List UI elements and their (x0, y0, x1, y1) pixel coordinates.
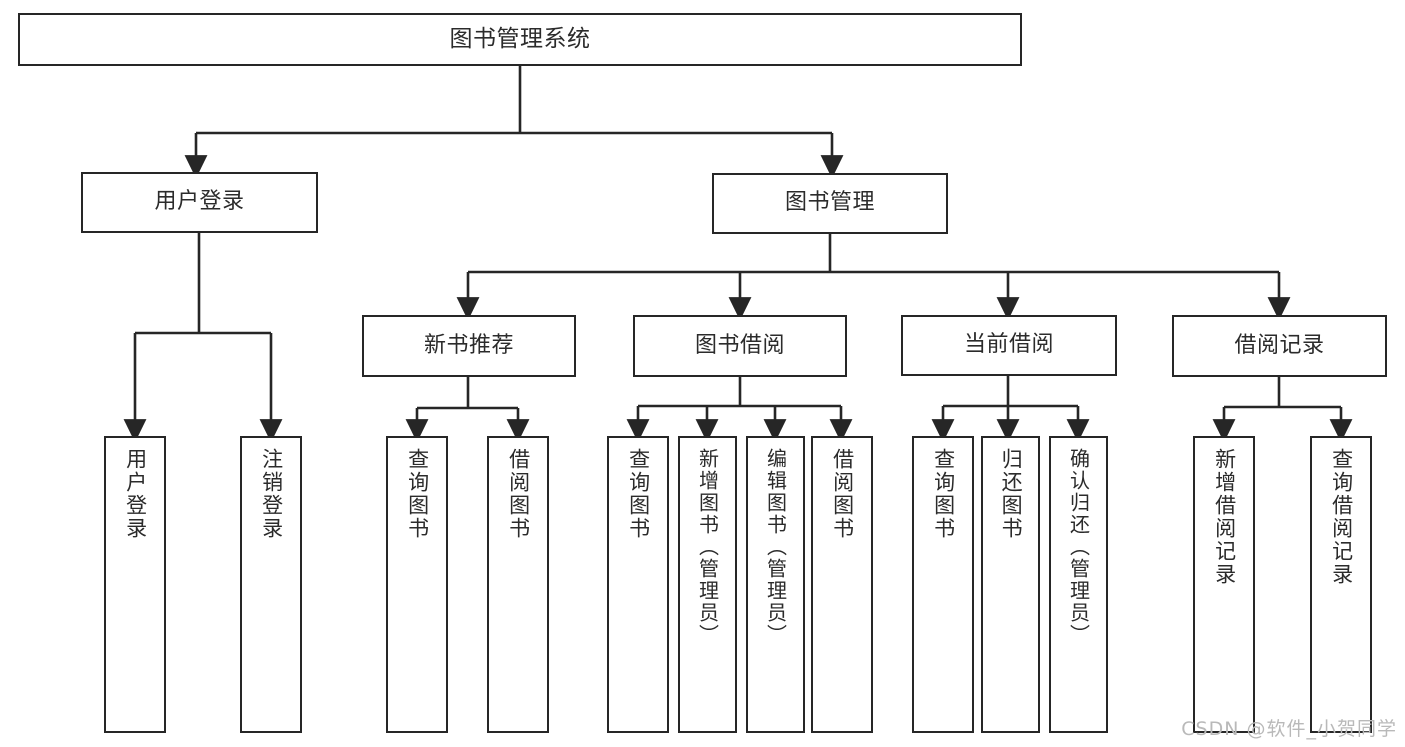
node-label: 用户登录 (154, 189, 245, 215)
leaf-borrow-book-recommend[interactable]: 借阅图书 (487, 436, 549, 733)
node-label: 查询借阅记录 (1329, 448, 1354, 586)
node-label: 编辑图书（管理员） (763, 448, 788, 646)
leaf-confirm-return-admin[interactable]: 确认归还（管理员） (1049, 436, 1108, 733)
node-label: 借阅图书 (830, 448, 855, 540)
node-book-borrow[interactable]: 图书借阅 (633, 315, 847, 377)
leaf-user-login[interactable]: 用户登录 (104, 436, 166, 733)
leaf-add-borrow-record[interactable]: 新增借阅记录 (1193, 436, 1255, 733)
node-new-book-recommend[interactable]: 新书推荐 (362, 315, 576, 377)
node-label: 图书管理系统 (449, 25, 591, 52)
leaf-query-book-recommend[interactable]: 查询图书 (386, 436, 448, 733)
node-label: 查询图书 (405, 448, 430, 540)
node-label: 图书管理 (784, 190, 875, 216)
leaf-edit-book-admin[interactable]: 编辑图书（管理员） (746, 436, 805, 733)
node-label: 归还图书 (999, 448, 1024, 540)
csdn-watermark: CSDN @软件_小贺同学 (1181, 718, 1397, 740)
node-book-management-system[interactable]: 图书管理系统 (18, 13, 1022, 66)
node-label: 借阅记录 (1234, 332, 1325, 358)
leaf-query-book-borrow[interactable]: 查询图书 (607, 436, 669, 733)
node-label: 图书借阅 (694, 332, 785, 358)
leaf-query-borrow-record[interactable]: 查询借阅记录 (1310, 436, 1372, 733)
node-current-borrow[interactable]: 当前借阅 (901, 315, 1117, 376)
leaf-user-logout[interactable]: 注销登录 (240, 436, 302, 733)
node-book-manage[interactable]: 图书管理 (712, 173, 948, 234)
node-label: 新书推荐 (423, 332, 514, 358)
node-label: 借阅图书 (506, 448, 531, 540)
node-label: 查询图书 (931, 448, 956, 540)
node-label: 新增借阅记录 (1212, 448, 1237, 586)
leaf-borrow-book-borrow[interactable]: 借阅图书 (811, 436, 873, 733)
node-label: 查询图书 (626, 448, 651, 540)
node-borrow-record[interactable]: 借阅记录 (1172, 315, 1387, 377)
leaf-return-book[interactable]: 归还图书 (981, 436, 1040, 733)
node-label: 确认归还（管理员） (1066, 448, 1091, 646)
node-label: 当前借阅 (963, 332, 1054, 358)
node-label: 新增图书（管理员） (695, 448, 720, 646)
node-label: 注销登录 (259, 448, 284, 540)
node-user-login[interactable]: 用户登录 (81, 172, 318, 233)
leaf-add-book-admin[interactable]: 新增图书（管理员） (678, 436, 737, 733)
leaf-query-book-current[interactable]: 查询图书 (912, 436, 974, 733)
node-label: 用户登录 (123, 448, 148, 540)
